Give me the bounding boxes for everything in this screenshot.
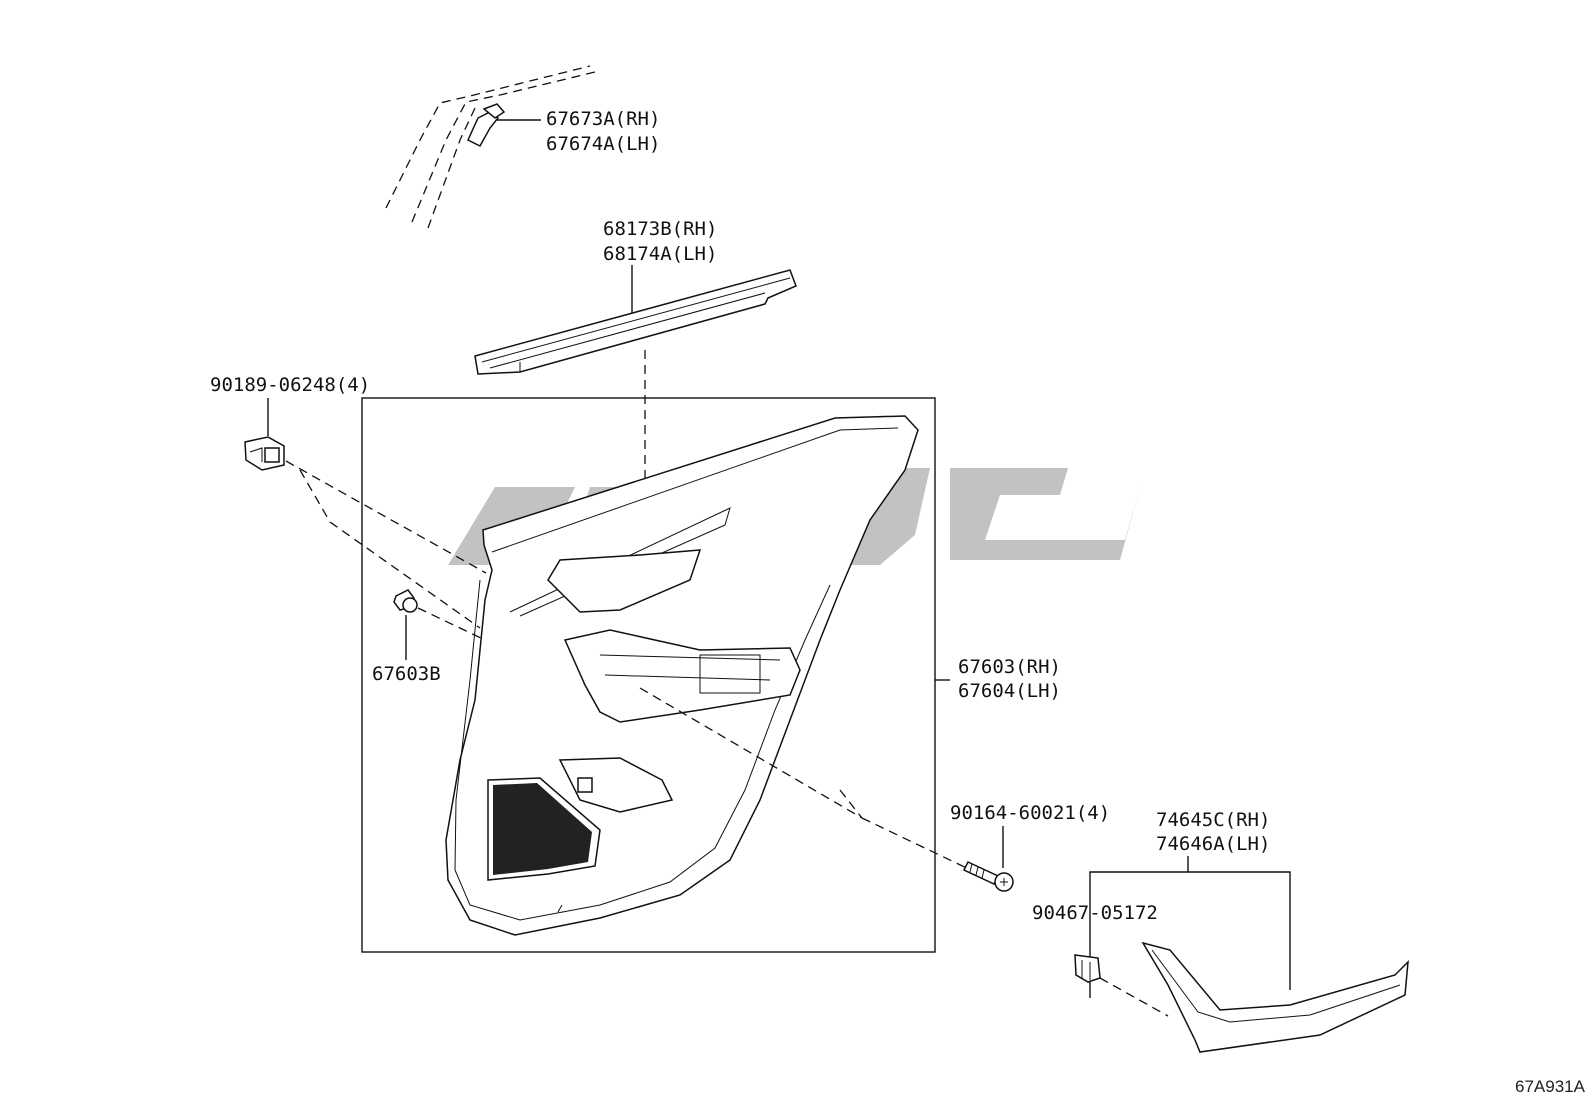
label-90164[interactable]: 90164-60021(4): [950, 802, 1110, 824]
label-68174-lh[interactable]: 68174A(LH): [603, 243, 717, 265]
bracket-74645: [1089, 871, 1291, 998]
dashed-guide-90164: [861, 817, 976, 873]
part-74645-garnish[interactable]: [1141, 941, 1409, 1053]
label-67673-rh[interactable]: 67673A(RH): [546, 108, 660, 130]
label-90467[interactable]: 90467-05172: [1032, 902, 1158, 924]
label-68173-rh[interactable]: 68173B(RH): [603, 218, 717, 240]
dashed-guide-screw-tick: [839, 789, 863, 819]
label-74646-lh[interactable]: 74646A(LH): [1156, 833, 1270, 855]
part-67603-door-trim[interactable]: [445, 415, 919, 936]
label-74645-rh[interactable]: 74645C(RH): [1156, 809, 1270, 831]
label-67604-lh[interactable]: 67604(LH): [958, 680, 1061, 702]
dashed-guide-90189-b: [299, 469, 481, 629]
label-67603b[interactable]: 67603B: [372, 663, 441, 685]
label-67603-rh[interactable]: 67603(RH): [958, 656, 1061, 678]
label-90189[interactable]: 90189-06248(4): [210, 374, 370, 396]
part-90164-screw[interactable]: [962, 861, 1014, 892]
part-67603b-clip[interactable]: [393, 589, 418, 613]
dashed-guide-67603b: [417, 607, 486, 641]
part-67673-drawing[interactable]: [385, 65, 596, 229]
door-trim-box: [361, 397, 936, 953]
part-90189-clip[interactable]: [244, 436, 285, 471]
dashed-guide-90189-a: [285, 460, 487, 574]
part-90467-clip[interactable]: [1074, 954, 1101, 983]
label-67674-lh[interactable]: 67674A(LH): [546, 133, 660, 155]
part-68173-drawing[interactable]: [474, 269, 797, 375]
diagram-code: 67A931A: [1515, 1077, 1586, 1096]
dashed-guide-screw: [639, 687, 863, 819]
dashed-guide-90467: [1099, 977, 1169, 1017]
